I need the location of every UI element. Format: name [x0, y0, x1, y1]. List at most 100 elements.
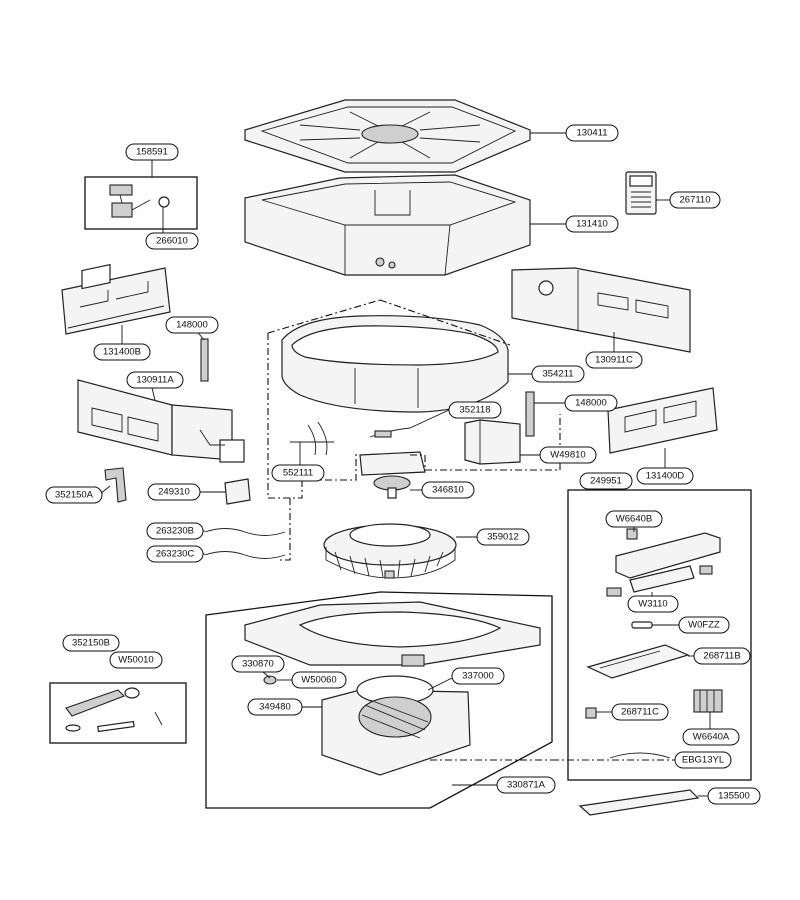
label-130411: 130411: [565, 124, 619, 142]
wiring-path: [267, 333, 357, 499]
label-135500: 135500: [707, 787, 761, 805]
label-268711B: 268711B: [693, 647, 751, 665]
svg-text:266010: 266010: [156, 236, 188, 247]
svg-text:W49810: W49810: [550, 450, 585, 461]
svg-text:263230B: 263230B: [156, 526, 194, 537]
label-W0FZZ: W0FZZ: [678, 616, 730, 634]
label-W50010: W50010: [109, 651, 163, 669]
svg-text:349480: 349480: [259, 702, 291, 713]
label-EBG13YL: EBG13YL: [674, 751, 732, 769]
svg-text:268711C: 268711C: [621, 707, 659, 718]
drain-pump-box-part: [321, 675, 471, 776]
remote-controller-part: [625, 171, 657, 215]
svg-text:249951: 249951: [590, 476, 622, 487]
label-267110: 267110: [669, 191, 721, 209]
label-158591: 158591: [125, 143, 179, 161]
svg-text:131400D: 131400D: [646, 471, 685, 482]
label-W50060: W50060: [291, 671, 347, 689]
label-W6640B: W6640B: [605, 510, 663, 528]
main-pcb-part: [586, 644, 690, 679]
side-panel-right-front-part: [607, 387, 718, 454]
turbo-fan-part: [323, 523, 457, 579]
label-352118: 352118: [448, 401, 502, 419]
label-330870: 330870: [231, 655, 285, 673]
svg-text:352118: 352118: [460, 405, 491, 416]
label-263230C: 263230C: [146, 545, 204, 563]
drain-pan-group-box: [205, 591, 553, 809]
svg-text:352150B: 352150B: [72, 638, 110, 649]
svg-text:130911C: 130911C: [595, 355, 633, 366]
label-130911C: 130911C: [585, 351, 643, 369]
cable-part: [204, 528, 286, 559]
thermistor-part: [369, 427, 411, 438]
label-352150A: 352150A: [45, 486, 103, 504]
sensor-group-box: [84, 176, 198, 230]
label-268711C: 268711C: [611, 703, 669, 721]
svg-text:552111: 552111: [283, 468, 313, 479]
svg-text:354211: 354211: [543, 369, 574, 380]
svg-text:148000: 148000: [176, 320, 208, 331]
front-grille-part: [244, 99, 531, 173]
svg-text:158591: 158591: [136, 147, 168, 158]
control-box-part: [606, 528, 721, 597]
label-148000-upper: 148000: [165, 316, 219, 334]
label-349480: 349480: [247, 698, 303, 716]
svg-text:W6640A: W6640A: [693, 732, 730, 743]
label-330871A: 330871A: [496, 776, 556, 794]
display-pcb-part: [585, 707, 597, 719]
hose-group-box: [49, 682, 187, 744]
label-131400D: 131400D: [636, 467, 694, 485]
side-panel-left-part: [61, 263, 171, 335]
motor-bracket-part: [224, 478, 251, 505]
cover-part: [578, 789, 700, 816]
svg-text:W0FZZ: W0FZZ: [688, 620, 720, 631]
drain-rod-right-part: [525, 391, 535, 437]
label-337000: 337000: [451, 667, 505, 685]
label-354211: 354211: [531, 365, 585, 383]
svg-text:131400B: 131400B: [103, 347, 141, 358]
label-W49810: W49810: [539, 446, 597, 464]
cabinet-part: [244, 174, 531, 276]
svg-text:130411: 130411: [577, 128, 608, 139]
wire-harness-part: [290, 421, 334, 456]
svg-text:359012: 359012: [487, 532, 519, 543]
side-panel-right-part: [511, 267, 691, 353]
label-249310: 249310: [147, 483, 201, 501]
svg-text:EBG13YL: EBG13YL: [682, 755, 724, 766]
label-359012: 359012: [476, 528, 530, 546]
terminal-block-part: [693, 689, 723, 713]
svg-text:W6640B: W6640B: [616, 514, 652, 525]
label-249951: 249951: [579, 472, 633, 490]
pcb-group-box: [567, 489, 752, 781]
label-148000-right: 148000: [564, 394, 618, 412]
svg-text:268711B: 268711B: [703, 651, 740, 662]
svg-text:148000: 148000: [575, 398, 607, 409]
wiring-path: [280, 498, 291, 561]
svg-text:352150A: 352150A: [55, 490, 94, 501]
svg-text:330871A: 330871A: [507, 780, 546, 791]
svg-text:131410: 131410: [576, 219, 608, 230]
fan-shroud-part: [281, 315, 509, 413]
drain-rod-left-part: [200, 338, 209, 382]
svg-text:W3110: W3110: [638, 599, 667, 610]
svg-text:135500: 135500: [718, 791, 750, 802]
svg-text:330870: 330870: [242, 659, 274, 670]
earth-wire-part: [609, 752, 671, 759]
svg-text:346810: 346810: [432, 485, 464, 496]
drain-pipe-part: [104, 467, 127, 503]
sensor-part: [109, 184, 170, 218]
fan-motor-part: [359, 451, 426, 499]
svg-text:W50010: W50010: [118, 655, 153, 666]
label-346810: 346810: [421, 481, 475, 499]
label-266010: 266010: [145, 232, 199, 250]
label-352150B: 352150B: [62, 634, 120, 652]
svg-text:W50060: W50060: [301, 675, 336, 686]
label-W6640A: W6640A: [682, 728, 740, 746]
drain-hose-part: [65, 687, 163, 733]
label-W3110: W3110: [627, 595, 679, 613]
svg-text:263230C: 263230C: [156, 549, 195, 560]
label-263230B: 263230B: [146, 522, 204, 540]
svg-text:337000: 337000: [462, 671, 494, 682]
svg-text:130911A: 130911A: [136, 375, 174, 386]
